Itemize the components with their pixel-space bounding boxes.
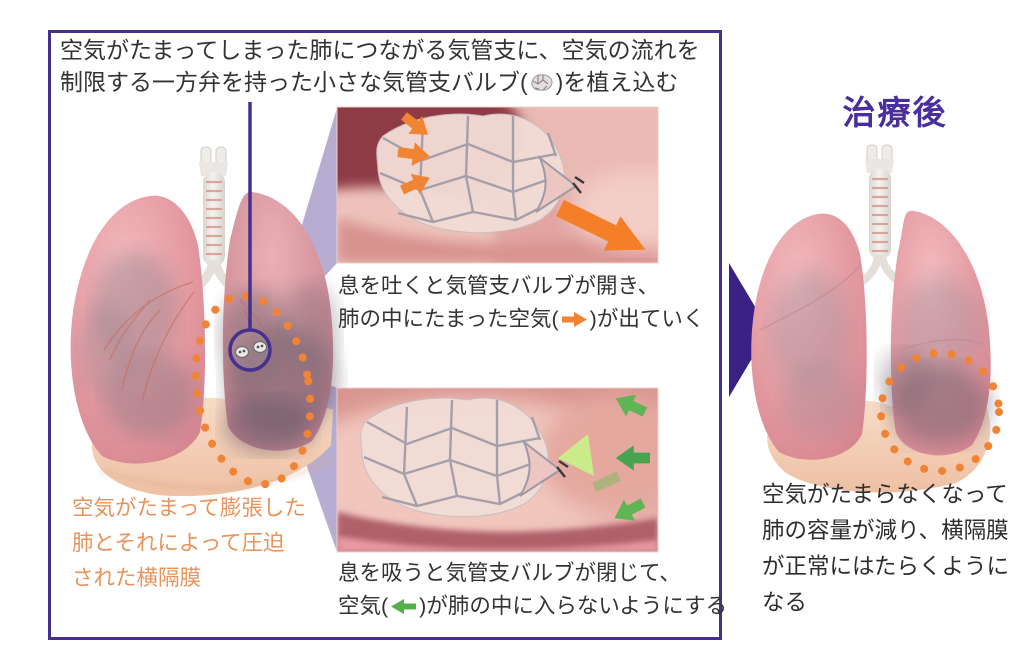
intro-line-2-prefix: 制限する一方弁を持った小さな気管支バルブ( [60, 69, 528, 95]
after-treatment-note: 空気がたまらなくなって 肺の容量が減り、横隔膜 が正常にはたらくように なる [762, 477, 1009, 621]
orange-right-arrow-icon [561, 312, 587, 327]
after-note-line-4: なる [762, 590, 808, 615]
after-note-line-2: 肺の容量が減り、横隔膜 [762, 518, 1009, 543]
after-note-line-3: が正常にはたらくように [762, 554, 1010, 579]
inhale-caption: 息を吸うと気管支バルブが閉じて、 空気( )が肺の中に入らないようにする [338, 557, 727, 623]
inhale-caption-line-1: 息を吸うと気管支バルブが閉じて、 [338, 561, 681, 585]
after-note-line-1: 空気がたまらなくなって [762, 482, 1008, 507]
intro-text: 空気がたまってしまった肺につながる気管支に、空気の流れを 制限する一方弁を持った… [60, 34, 700, 98]
intro-line-2: 制限する一方弁を持った小さな気管支バルブ( )を植え込む [60, 66, 700, 98]
right-lung-after [879, 210, 991, 456]
bronchial-valve-icon [531, 74, 553, 91]
inhale-caption-suffix: )が肺の中に入らないようにする [419, 594, 728, 618]
inhale-caption-prefix: 空気( [338, 594, 389, 618]
after-dotted-ellipse [877, 349, 1003, 475]
hyperinflation-note: 空気がたまって膨張した 肺とそれによって圧迫 された横隔膜 [72, 491, 306, 596]
trachea-after [852, 144, 909, 290]
treatment-explainer-panel [48, 30, 722, 640]
treatment-transition-arrow [729, 263, 769, 397]
after-lung-illustration [751, 144, 1003, 493]
inhale-caption-line-2: 空気( )が肺の中に入らないようにする [338, 590, 727, 623]
hyperinflation-note-line-2: 肺とそれによって圧迫 [72, 531, 285, 555]
exhale-caption-suffix: )が出ていく [589, 307, 705, 331]
green-left-arrow-icon [391, 599, 417, 614]
exhale-caption-line-2: 肺の中にたまった空気( )が出ていく [338, 303, 704, 336]
exhale-caption-prefix: 肺の中にたまった空気( [338, 307, 559, 331]
intro-line-1: 空気がたまってしまった肺につながる気管支に、空気の流れを [60, 37, 700, 63]
hyperinflation-note-line-3: された横隔膜 [72, 566, 202, 590]
exhale-caption: 息を吐くと気管支バルブが開き、 肺の中にたまった空気( )が出ていく [338, 270, 704, 336]
left-lung-after [751, 213, 867, 460]
intro-line-2-suffix: )を植え込む [555, 69, 679, 95]
exhale-caption-line-1: 息を吐くと気管支バルブが開き、 [338, 274, 659, 298]
after-treatment-title: 治療後 [842, 94, 948, 131]
hyperinflation-note-line-1: 空気がたまって膨張した [72, 496, 306, 520]
